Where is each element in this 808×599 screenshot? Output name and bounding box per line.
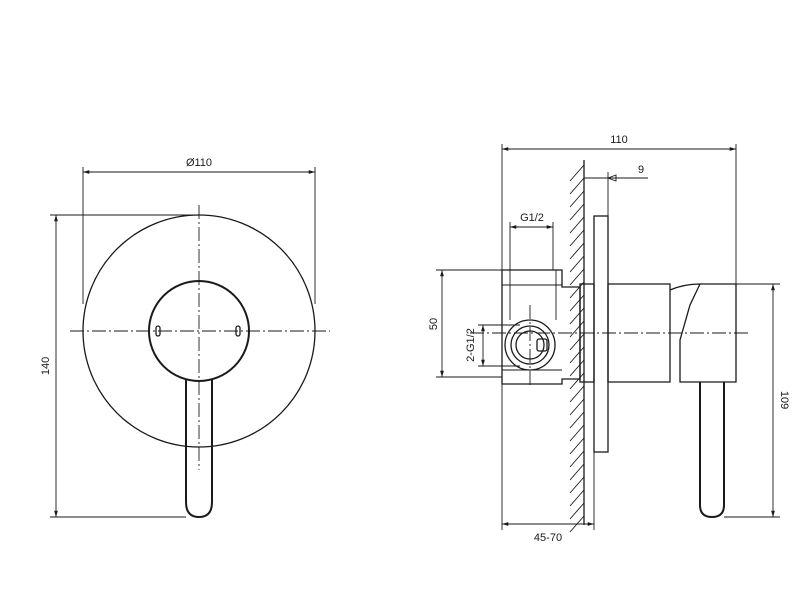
hatch-line [569,437,585,455]
front-view: Ø110 140 [40,157,330,519]
side-lever [699,382,725,519]
dim-install-depth-label: 45-70 [534,532,562,544]
hatch-line [569,268,585,286]
hatch-line [569,216,585,234]
dim-plate-label: 9 [638,164,644,176]
hatch-line [569,164,585,182]
side-view: 110 9 G1/2 50 2-G1/2 45-70 109 [428,134,790,544]
side-plate [593,215,609,453]
hatch-line [569,177,585,195]
handle-body [607,283,671,383]
hatch-line [569,424,585,442]
hatch-line [569,398,585,416]
hatch-line [569,242,585,260]
hatch-line [569,203,585,221]
thread-port-outer [504,319,556,371]
hub-mark-right [235,325,241,337]
hatch-line [569,255,585,273]
hatch-line [569,190,585,208]
hatch-line [569,411,585,429]
hatch-line [569,385,585,403]
hatch-line [569,294,585,312]
handle-cap [669,283,737,383]
hatch-line [569,372,585,390]
hatch-line [569,307,585,325]
wall-hatching [569,164,585,533]
hub-mark-left [155,325,161,337]
dim-thread-top-label: G1/2 [520,212,544,224]
dim-height-label: 140 [40,357,52,375]
hatch-line [569,346,585,364]
dim-thread-side-label: 2-G1/2 [465,328,477,362]
hatch-line [569,320,585,338]
plate-arrow [606,174,617,182]
thread-port-slot [536,338,548,352]
hatch-line [569,450,585,468]
hatch-line [569,229,585,247]
hatch-line [569,359,585,377]
hatch-line [569,502,585,520]
hatch-line [569,476,585,494]
hatch-line [569,333,585,351]
hatch-line [569,489,585,507]
handle-hub [148,280,250,382]
hatch-line [569,281,585,299]
lever-handle [185,379,213,519]
thread-port-mid [510,325,550,365]
dim-body-height-label: 50 [428,318,440,330]
dim-total-depth-label: 110 [610,134,628,146]
hatch-line [569,463,585,481]
dim-diameter-label: Ø110 [186,157,212,169]
dim-handle-height-label: 109 [778,391,790,409]
